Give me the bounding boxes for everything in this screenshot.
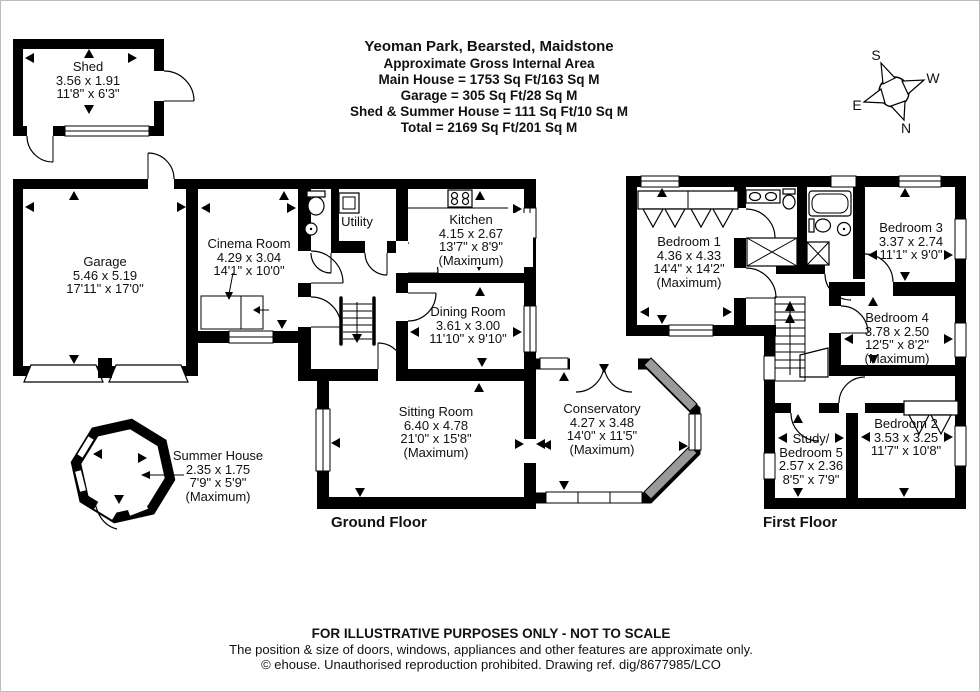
shed-door-arc — [26, 135, 54, 163]
bathroom-shower-icon — [806, 241, 830, 266]
bedroom4-window — [954, 322, 967, 358]
sitting-door-arc — [377, 342, 405, 370]
bathroom-toilet-icon — [808, 218, 832, 233]
dining-door-arc — [407, 292, 437, 322]
bedroom1-door-arc — [745, 267, 777, 299]
wc-toilet-icon — [306, 190, 326, 216]
first-floor-plan — [626, 175, 967, 509]
cinema-door-arc — [310, 250, 344, 284]
wc-sink-icon — [304, 222, 318, 236]
property-address: Yeoman Park, Bearsted, Maidstone — [364, 38, 614, 55]
stairs-up-icon — [774, 296, 806, 382]
bedroom2-wardrobe-icon — [903, 400, 959, 436]
utility-door-arc — [364, 252, 388, 276]
bath-icon — [808, 190, 852, 217]
stairs-down-icon — [339, 296, 376, 346]
ensuite-toilet-icon — [782, 188, 796, 210]
compass-w: W — [926, 70, 940, 86]
compass-e: E — [852, 97, 861, 113]
ground-floor-plan — [13, 152, 702, 509]
bedroom3-window — [954, 218, 967, 260]
ground-floor-label: Ground Floor — [331, 514, 427, 531]
ensuite-shower-icon — [746, 237, 798, 267]
hob-icon — [447, 189, 473, 208]
bedroom2-window — [954, 425, 967, 467]
bedroom4-closet-door — [799, 347, 829, 378]
compass-s: S — [871, 47, 880, 63]
summer-house-door-arc — [94, 502, 118, 530]
garage-door-right — [108, 364, 189, 383]
ensuite-sinks-icon — [745, 189, 781, 204]
bedroom2-door-arc — [838, 376, 866, 404]
shed-plan — [13, 39, 195, 163]
room-label-utility: Utility — [341, 214, 373, 229]
compass-icon: S W E N — [852, 47, 940, 136]
copyright-note: © ehouse. Unauthorised reproduction proh… — [261, 657, 721, 672]
conservatory-bay-window-top — [643, 357, 698, 412]
washing-machine-icon — [338, 192, 360, 214]
compass-n: N — [901, 120, 911, 136]
cinema-cupboard — [200, 295, 264, 330]
ensuite-door-arc — [745, 208, 776, 239]
garage-door-left — [23, 364, 104, 383]
study-door-arc — [790, 412, 820, 442]
wc-door-arc — [310, 252, 332, 274]
disclaimer-line: FOR ILLUSTRATIVE PURPOSES ONLY - NOT TO … — [311, 626, 671, 641]
summer-house-pointer — [141, 471, 150, 479]
shed-side-door-arc — [163, 70, 195, 102]
approximate-note: The position & size of doors, windows, a… — [229, 642, 753, 657]
disclaimer-footer: FOR ILLUSTRATIVE PURPOSES ONLY - NOT TO … — [1, 625, 979, 672]
bedroom4-door-arc — [840, 305, 869, 334]
title-block: Yeoman Park, Bearsted, Maidstone Approxi… — [289, 38, 689, 136]
bedroom1-wardrobe-icon — [637, 190, 739, 229]
front-door-arc — [310, 296, 342, 328]
bathroom-sink-icon — [836, 221, 852, 237]
garage-side-door-arc — [147, 152, 175, 180]
summer-house-plan — [70, 418, 184, 530]
first-floor-label: First Floor — [763, 514, 838, 531]
